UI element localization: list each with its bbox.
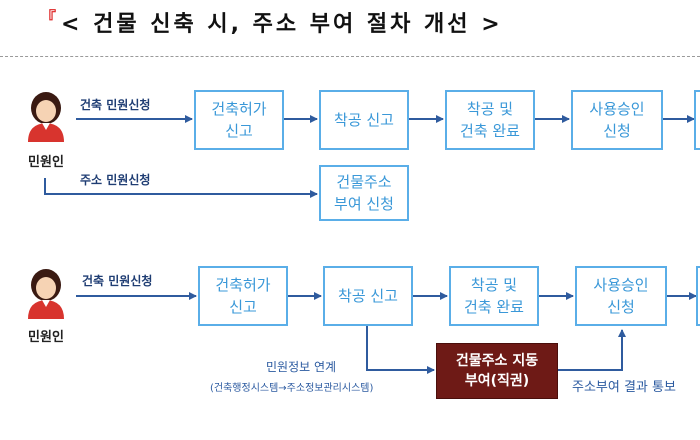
before-person-label: 민원인	[28, 155, 64, 170]
arrow-before-address-request	[44, 178, 318, 198]
after-label-construction: 건축 민원신청	[82, 274, 153, 288]
before-label-construction: 건축 민원신청	[80, 98, 151, 112]
after-step-next-partial	[696, 266, 700, 326]
before-step-start: 착공 신고	[319, 90, 409, 150]
title-mark-icon: 『	[40, 8, 60, 27]
result-label: 주소부여 결과 통보	[572, 380, 676, 395]
arrow-after-link	[366, 326, 435, 374]
person-icon	[28, 92, 64, 142]
title-text: < 건물 신축 시, 주소 부여 절차 개선 >	[61, 12, 503, 37]
after-step-permit: 건축허가 신고	[198, 266, 288, 326]
before-label-address: 주소 민원신청	[80, 173, 151, 187]
before-step-permit: 건축허가 신고	[194, 90, 284, 150]
before-step-next-partial	[694, 90, 700, 150]
after-step-approval: 사용승인 신청	[575, 266, 667, 326]
after-person-label: 민원인	[28, 330, 64, 345]
auto-address-box: 건물주소 지동 부여(직권)	[436, 343, 558, 399]
after-step-complete: 착공 및 건축 완료	[449, 266, 539, 326]
link-sublabel: (건축행정시스템→주소정보관리시스템)	[210, 383, 374, 394]
arrow-after-result	[558, 329, 626, 371]
after-step-start: 착공 신고	[323, 266, 413, 326]
before-address-request-box: 건물주소 부여 신청	[319, 165, 409, 221]
link-label: 민원정보 연계	[266, 360, 337, 374]
before-step-complete: 착공 및 건축 완료	[445, 90, 535, 150]
person-icon	[28, 269, 64, 319]
before-step-approval: 사용승인 신청	[571, 90, 663, 150]
page-title: 『< 건물 신축 시, 주소 부여 절차 개선 >	[40, 6, 503, 38]
divider	[0, 56, 700, 57]
